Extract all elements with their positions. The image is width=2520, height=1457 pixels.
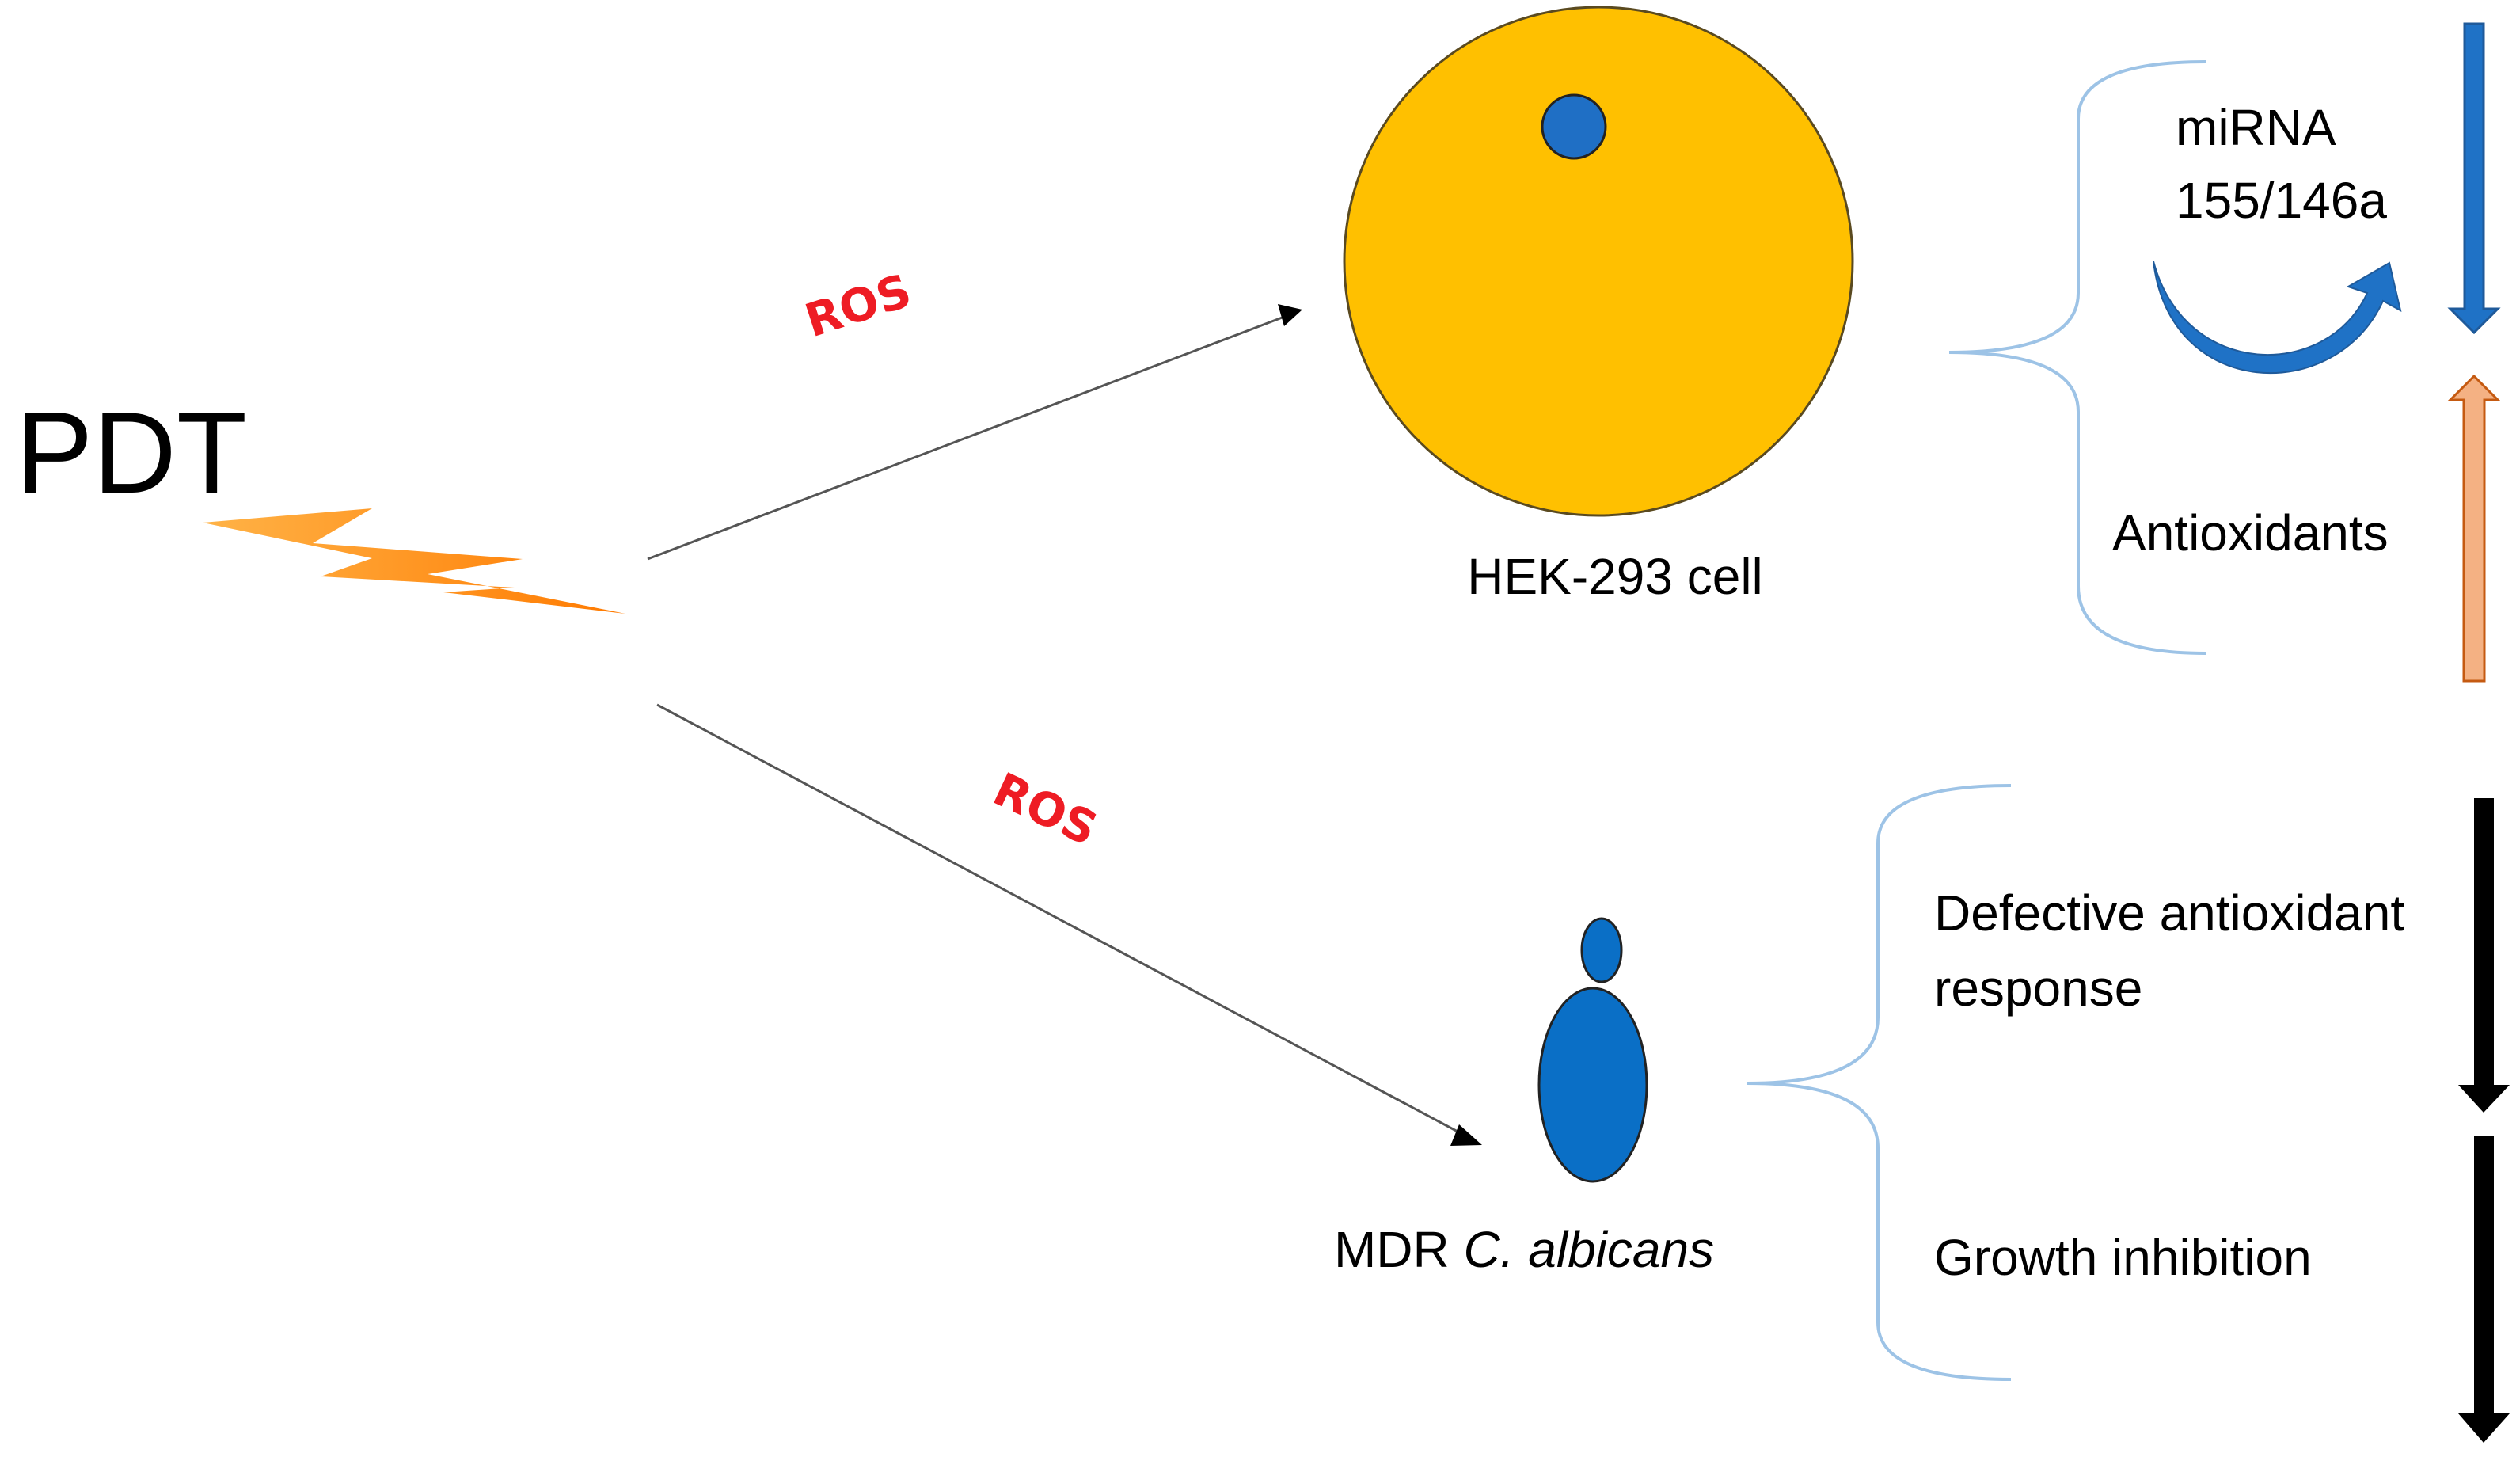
mdr-prefix: MDR <box>1334 1221 1464 1278</box>
arrowhead-hek <box>1278 304 1302 326</box>
ros-label-top: ROS <box>799 264 918 348</box>
arrow-to-hek-cell <box>647 313 1291 561</box>
hek-293-cell <box>1343 6 1854 517</box>
bracket-top <box>1948 60 2206 655</box>
up-arrow-peach-icon <box>2447 374 2501 683</box>
antioxidants-label: Antioxidants <box>2112 504 2389 561</box>
growth-inhibition-label: Growth inhibition <box>1934 1229 2312 1286</box>
lightning-bolt-icon <box>203 508 625 614</box>
arrow-to-c-albicans <box>656 703 1472 1140</box>
bracket-bottom <box>1747 784 2012 1381</box>
ros-label-bottom: ROS <box>986 762 1106 856</box>
yeast-body <box>1537 987 1648 1183</box>
down-arrow-blue-icon <box>2447 22 2501 335</box>
c-albicans-italic: C. albicans <box>1463 1221 1714 1278</box>
cell-nucleus <box>1541 93 1607 160</box>
down-arrow-black-icon-1 <box>2458 798 2510 1113</box>
mirna-label-line1: miRNA <box>2176 99 2336 156</box>
yeast-bud <box>1580 917 1623 983</box>
hek-cell-label: HEK-293 cell <box>1467 548 1763 605</box>
down-arrow-black-icon-2 <box>2458 1136 2510 1443</box>
mdr-c-albicans-label: MDR C. albicans <box>1334 1221 1714 1278</box>
defective-label-line2: response <box>1934 960 2142 1017</box>
curved-arrow-icon <box>2153 261 2402 375</box>
pdt-label: PDT <box>16 388 247 517</box>
mirna-label-line2: 155/146a <box>2176 172 2387 229</box>
defective-label-line1: Defective antioxidant <box>1934 884 2404 942</box>
arrowhead-c-albicans <box>1450 1124 1482 1146</box>
